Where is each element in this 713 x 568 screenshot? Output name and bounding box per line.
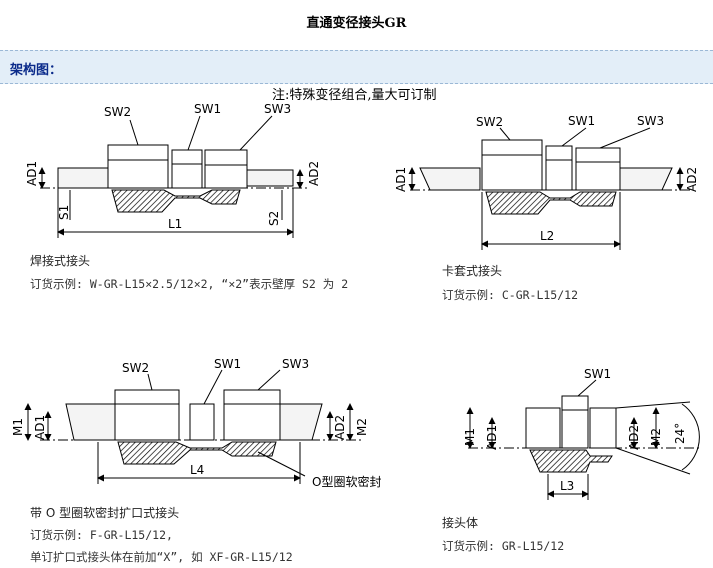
ferrule-fitting-drawing: [408, 127, 690, 250]
flare-order-example-2: 单订扩口式接头体在前加“X”, 如 XF-GR-L15/12: [30, 550, 293, 564]
weld-fitting-drawing: [38, 115, 310, 238]
weld-sw1-label: SW1: [194, 102, 221, 116]
weld-s2-label: S2: [267, 211, 281, 226]
weld-s1-label: S1: [57, 205, 71, 220]
ferrule-ad1-label: AD1: [394, 167, 408, 192]
weld-order-example: 订货示例: W-GR-L15×2.5/12×2, “×2”表示壁厚 S2 为 2: [30, 277, 349, 291]
body-m2-label: M2: [649, 428, 663, 446]
ferrule-sw2-label: SW2: [476, 115, 503, 129]
flare-sw3-label: SW3: [282, 357, 309, 371]
weld-sw2-label: SW2: [104, 105, 131, 119]
flare-sw2-label: SW2: [122, 361, 149, 375]
flare-oring-label: O型圈软密封: [312, 474, 381, 489]
ferrule-ad2-label: AD2: [685, 167, 699, 192]
ferrule-sw3-label: SW3: [637, 114, 664, 128]
weld-sw3-label: SW3: [264, 102, 291, 116]
weld-ad1-label: AD1: [25, 161, 39, 186]
body-angle-label: 24°: [673, 423, 687, 444]
body-ad1-label: AD1: [485, 425, 499, 450]
body-ad2-label: AD2: [627, 425, 641, 450]
flare-l4-label: L4: [190, 463, 204, 477]
flare-caption: 带 O 型圈软密封扩口式接头: [30, 506, 180, 520]
custom-note: 注:特殊变径组合,量大可订制: [272, 88, 437, 103]
flare-m2-label: M2: [355, 418, 369, 436]
body-l3-label: L3: [560, 479, 574, 493]
flare-m1-label: M1: [11, 418, 25, 436]
body-caption: 接头体: [442, 516, 479, 530]
flare-order-example: 订货示例: F-GR-L15/12,: [30, 528, 173, 542]
body-order-example: 订货示例: GR-L15/12: [442, 539, 565, 553]
flare-ad2-label: AD2: [333, 415, 347, 440]
weld-ad2-label: AD2: [307, 161, 321, 186]
body-sw1-label: SW1: [584, 367, 611, 381]
body-m1-label: M1: [463, 428, 477, 446]
section-title: 架构图：: [10, 63, 63, 78]
ferrule-l2-label: L2: [540, 229, 554, 243]
flare-sw1-label: SW1: [214, 357, 241, 371]
flare-ad1-label: AD1: [33, 415, 47, 440]
page-title: 直通变径接头GR: [306, 16, 407, 31]
section-header: 架构图：: [0, 50, 713, 84]
flare-fitting-drawing: [24, 369, 362, 484]
weld-l1-label: L1: [168, 217, 182, 231]
body-fitting-drawing: [466, 379, 700, 500]
ferrule-caption: 卡套式接头: [442, 264, 503, 278]
ferrule-sw1-label: SW1: [568, 114, 595, 128]
weld-caption: 焊接式接头: [30, 254, 91, 268]
ferrule-order-example: 订货示例: C-GR-L15/12: [442, 288, 579, 302]
